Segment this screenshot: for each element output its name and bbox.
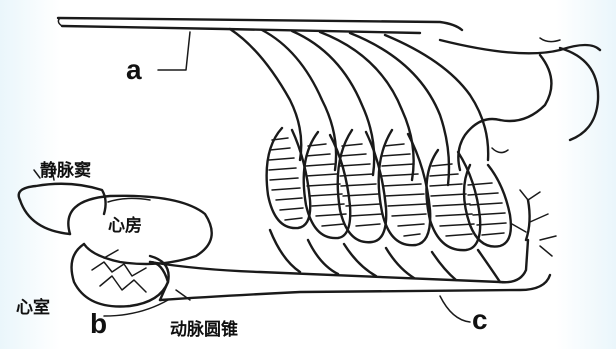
gill-arch-4 (379, 130, 431, 245)
pointer-b (104, 300, 168, 316)
label-ventricle: 心室 (16, 300, 50, 317)
ventricle (72, 244, 169, 307)
label-c: c (472, 306, 488, 334)
label-venous-sinus: 静脉窦 (40, 163, 91, 180)
gill-arch-5 (426, 150, 480, 250)
dorsal-aorta (58, 18, 462, 33)
pointer-a (158, 32, 190, 70)
label-arterial-cone: 动脉圆锥 (170, 322, 238, 339)
label-atrium: 心房 (108, 218, 142, 235)
carotid-branches (440, 38, 600, 170)
ventral-aorta (150, 240, 550, 300)
label-a: a (126, 56, 142, 84)
pointer-atrium (104, 250, 118, 258)
posterior-branches (512, 190, 556, 256)
efferent-vessels (230, 29, 488, 185)
label-b: b (90, 310, 107, 338)
pointer-c (440, 296, 470, 322)
